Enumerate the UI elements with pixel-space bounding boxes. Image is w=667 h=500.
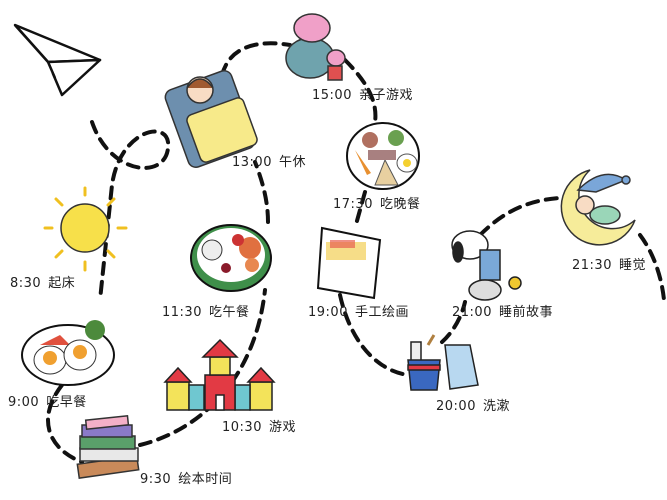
- dinner-plate-icon: [346, 122, 420, 190]
- schedule-label-wash-up: 20:00 洗漱: [436, 395, 510, 414]
- activity-text: 手工绘画: [354, 305, 409, 320]
- time-text: 19:00: [308, 305, 348, 320]
- schedule-label-sleep: 21:30 睡觉: [572, 254, 646, 273]
- activity-text: 吃晚餐: [379, 197, 421, 212]
- time-text: 20:00: [436, 399, 476, 414]
- time-text: 9:30: [140, 472, 172, 487]
- schedule-label-dinner: 17:30 吃晚餐: [333, 193, 420, 212]
- time-text: 10:30: [222, 420, 262, 435]
- schedule-label-crafts: 19:00 手工绘画: [308, 301, 409, 320]
- schedule-label-family-play: 15:00 亲子游戏: [312, 84, 413, 103]
- activity-text: 睡觉: [618, 258, 646, 273]
- schedule-label-picture-book: 9:30 绘本时间: [140, 468, 232, 487]
- schedule-label-bedtime-story: 21:00 睡前故事: [452, 301, 553, 320]
- pig-family-icon: [285, 13, 346, 81]
- activity-text: 亲子游戏: [358, 88, 413, 103]
- fried-eggs-plate-icon: [21, 320, 115, 386]
- activity-text: 午休: [278, 155, 306, 170]
- schedule-label-lunch: 11:30 吃午餐: [162, 301, 249, 320]
- paper-plane-icon: [13, 23, 102, 97]
- activity-text: 起床: [48, 276, 76, 291]
- snoopy-reading-icon: [451, 230, 522, 301]
- baby-on-moon-icon: [560, 169, 636, 246]
- activity-text: 游戏: [268, 420, 296, 435]
- time-text: 8:30: [10, 276, 42, 291]
- activity-text: 吃早餐: [46, 395, 87, 410]
- time-text: 17:30: [333, 197, 373, 212]
- lunch-bowl-icon: [190, 224, 272, 292]
- drawing-paper-icon: [316, 226, 382, 300]
- time-text: 13:00: [232, 155, 272, 170]
- time-text: 11:30: [162, 305, 202, 320]
- sun-icon: [43, 186, 128, 272]
- toy-castle-icon: [163, 338, 276, 411]
- toothbrush-cup-towel-icon: [407, 334, 479, 391]
- activity-text: 睡前故事: [498, 305, 553, 320]
- sleeping-child-bed-icon: [164, 70, 258, 168]
- activity-text: 吃午餐: [208, 305, 250, 320]
- schedule-label-play: 10:30 游戏: [222, 416, 296, 435]
- schedule-label-wake-up: 8:30 起床: [10, 272, 75, 291]
- books-icon: [76, 415, 140, 479]
- time-text: 21:30: [572, 258, 612, 273]
- time-text: 15:00: [312, 88, 352, 103]
- schedule-label-breakfast: 9:00 吃早餐: [8, 391, 87, 410]
- time-text: 21:00: [452, 305, 492, 320]
- schedule-label-nap: 13:00 午休: [232, 151, 306, 170]
- activity-text: 洗漱: [482, 399, 510, 414]
- time-text: 9:00: [8, 395, 40, 410]
- activity-text: 绘本时间: [178, 472, 233, 487]
